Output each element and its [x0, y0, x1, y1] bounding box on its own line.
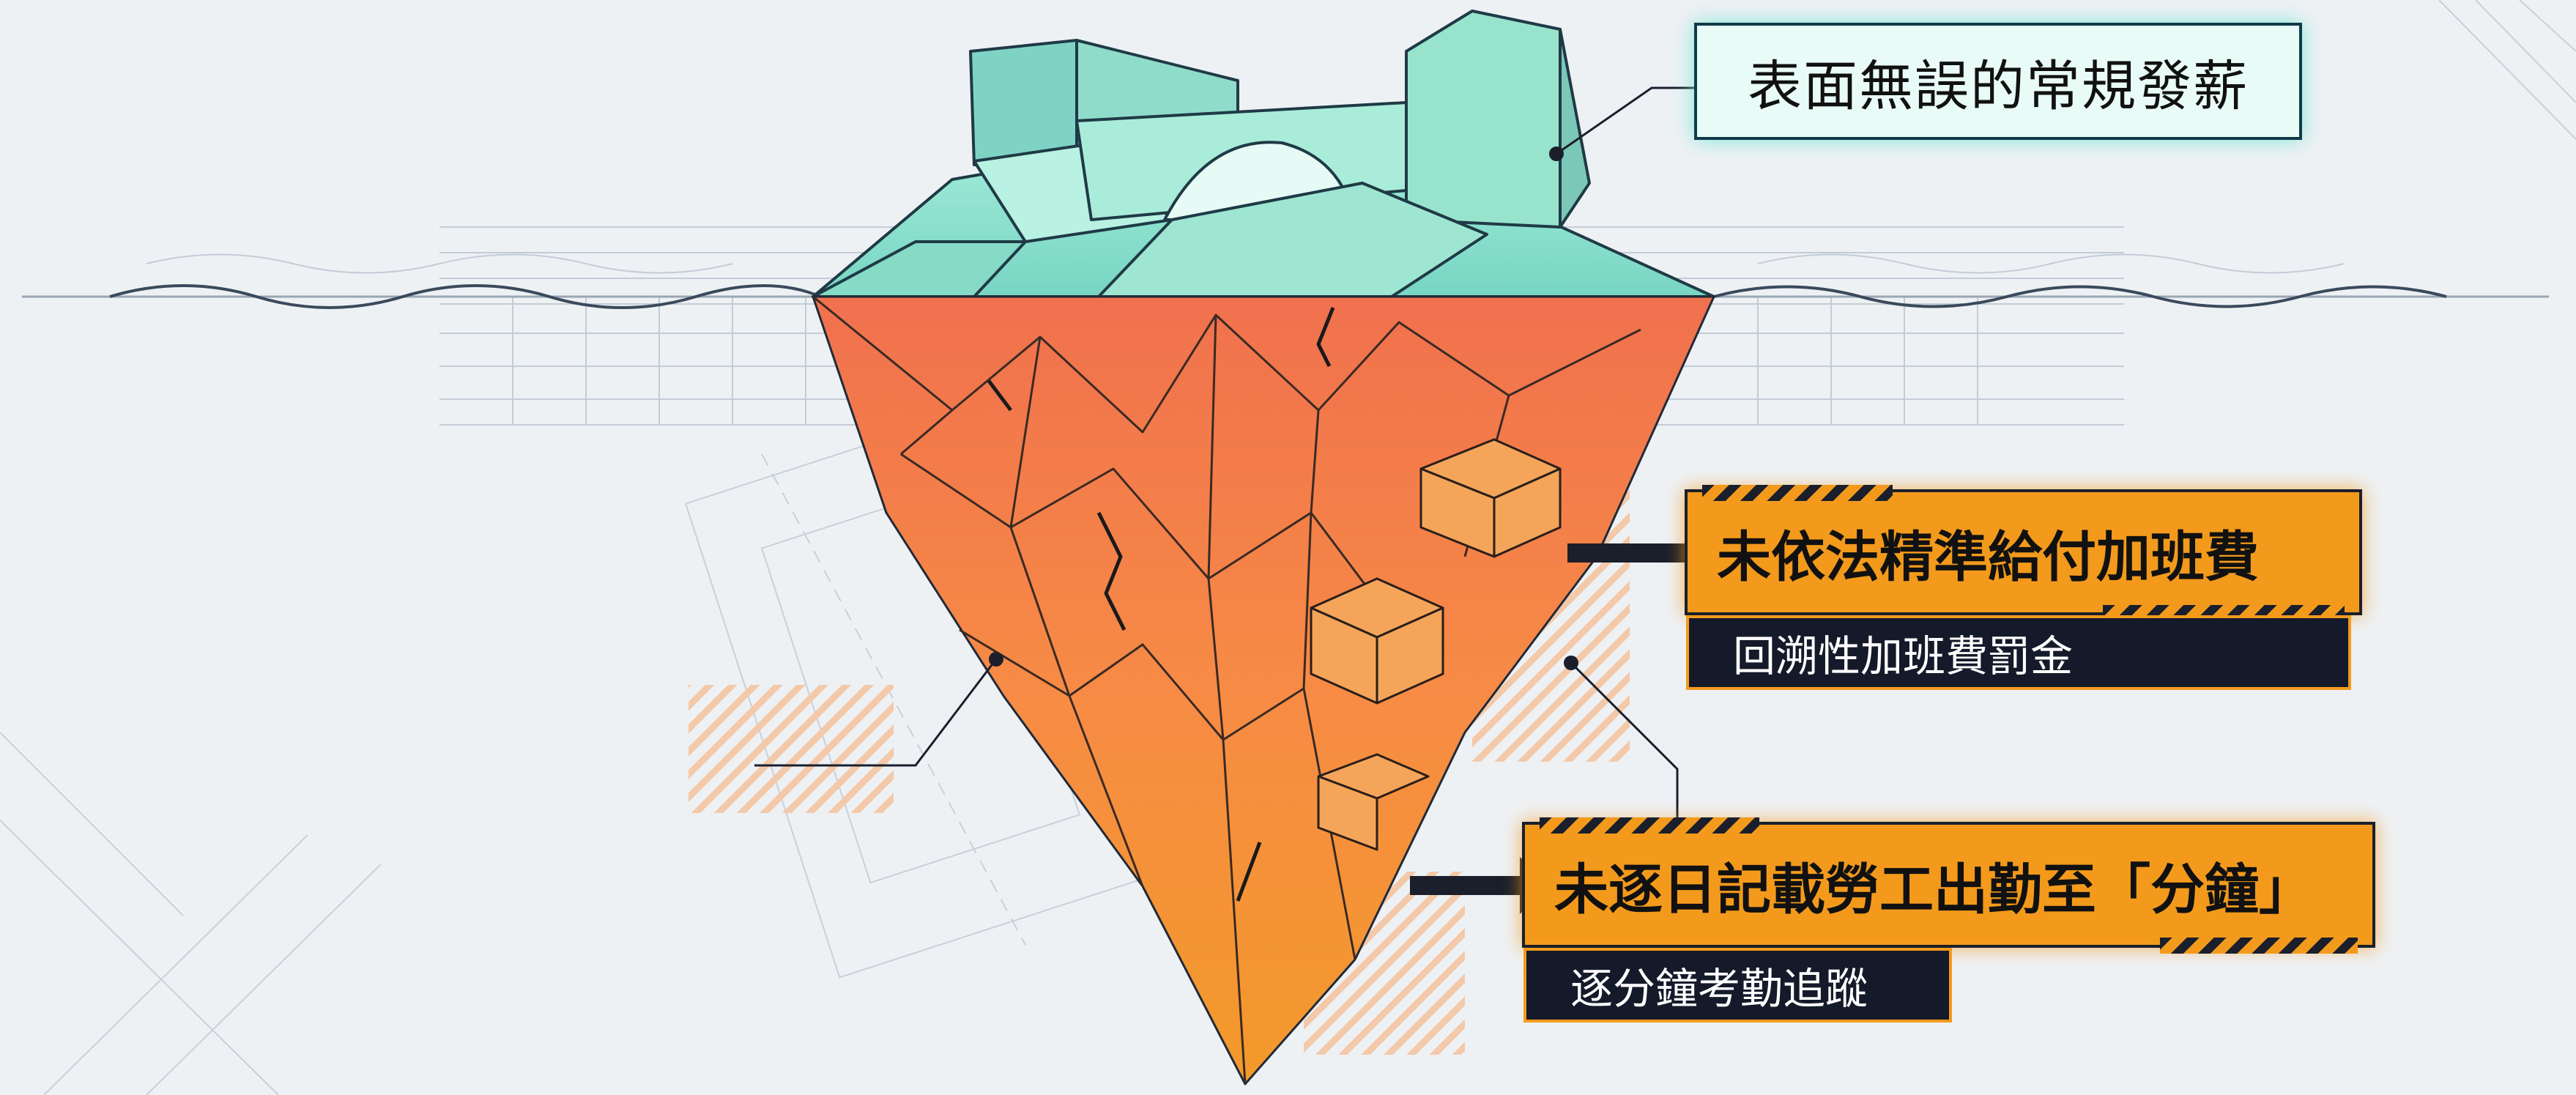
hazard-stripe — [2160, 938, 2358, 954]
connectors — [754, 86, 1699, 824]
connector-dots — [989, 146, 1578, 670]
issue-subtitle-box-attendance: 逐分鐘考勤追蹤 — [1523, 948, 1952, 1022]
issue-subtitle-attendance: 逐分鐘考勤追蹤 — [1570, 964, 1868, 1014]
hazard-stripe — [1702, 485, 1893, 501]
issue-subtitle-overtime: 回溯性加班費罰金 — [1733, 631, 2074, 681]
issue-title-overtime: 未依法精準給付加班費 — [1717, 525, 2259, 589]
issue-card-attendance: 未逐日記載勞工出勤至「分鐘」 — [1522, 817, 2375, 954]
issue-card-overtime: 未依法精準給付加班費 — [1685, 485, 2362, 621]
surface-label: 表面無誤的常規發薪 — [1694, 23, 2302, 140]
issue-subtitle-box-overtime: 回溯性加班費罰金 — [1686, 615, 2351, 690]
iceberg-tip — [812, 10, 1715, 298]
issue-title-attendance: 未逐日記載勞工出勤至「分鐘」 — [1554, 858, 2313, 921]
iceberg-underwater — [812, 295, 1715, 1085]
hazard-stripe — [1540, 817, 1759, 834]
surface-label-text: 表面無誤的常規發薪 — [1748, 54, 2249, 118]
